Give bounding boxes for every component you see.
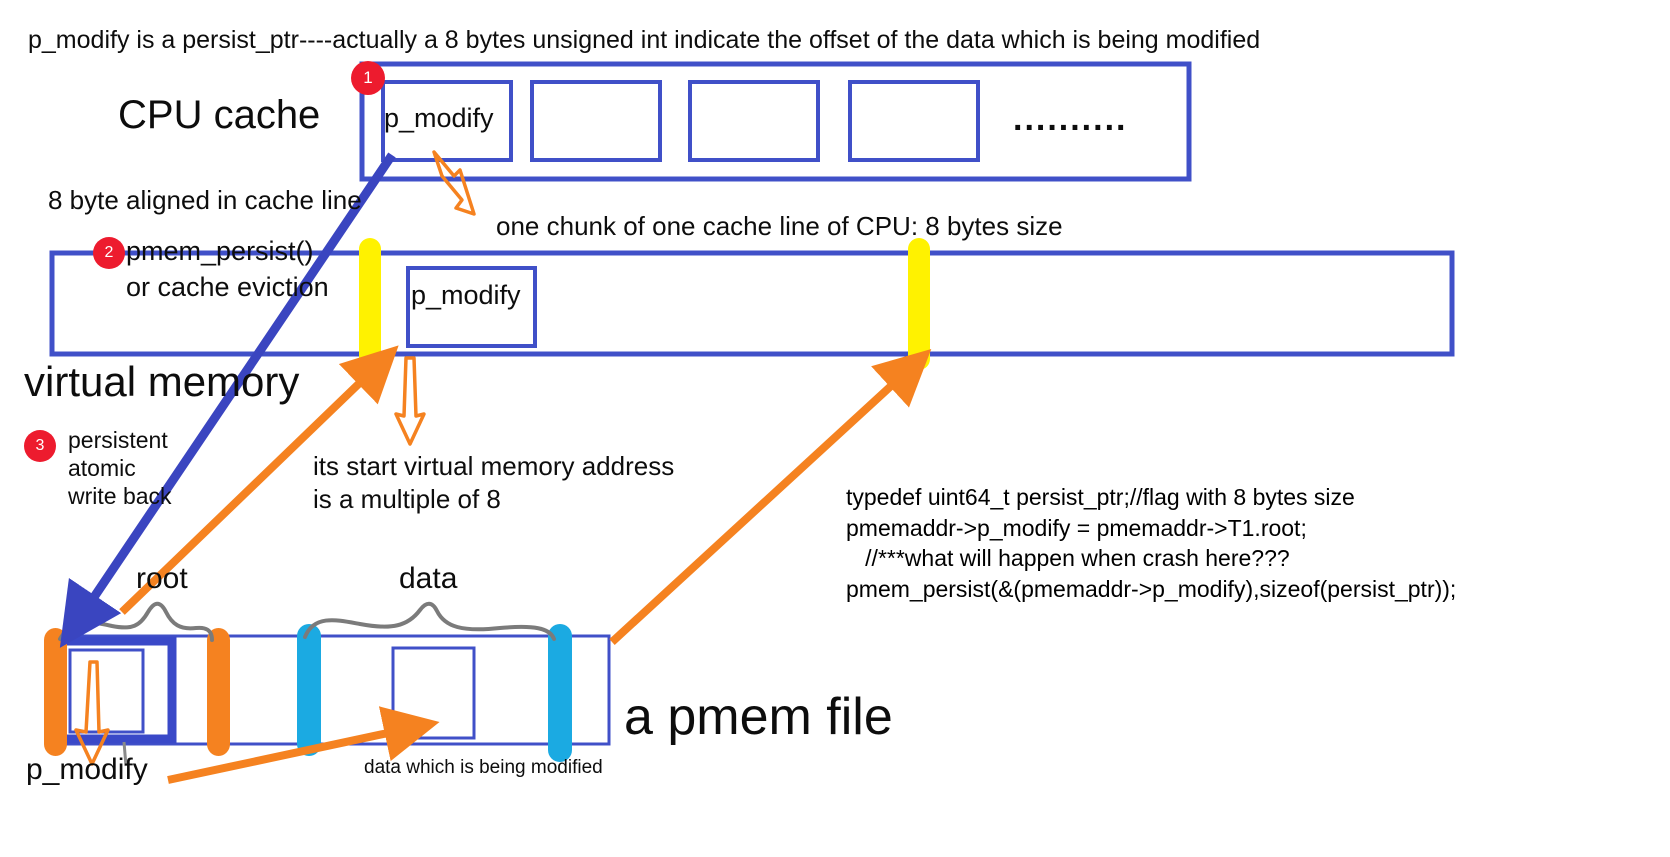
code-line-4: pmem_persist(&(pmemaddr->p_modify),sizeo… — [846, 575, 1457, 602]
code-line-2: pmemaddr->p_modify = pmemaddr->T1.root; — [846, 514, 1307, 541]
pmem-file-label: a pmem file — [624, 688, 893, 746]
note-8-byte-aligned: 8 byte aligned in cache line — [48, 185, 362, 215]
brace-label-root: root — [136, 562, 188, 595]
pmem-file-root-cell — [52, 636, 177, 744]
arrow-hollow-root-pmodify — [74, 660, 110, 766]
step3-line3: write back — [68, 483, 172, 509]
cpu-cache-label: CPU cache — [118, 93, 321, 137]
arrow-hollow-chunk-note — [432, 150, 476, 216]
code-line-1: typedef uint64_t persist_ptr;//flag with… — [846, 484, 1355, 510]
pmem-file-root-inner-cell — [68, 648, 145, 734]
pmem-file-data-cell-1 — [391, 646, 476, 740]
cpu-cache-ellipsis: .......... — [1013, 100, 1128, 138]
page-title: p_modify is a persist_ptr----actually a … — [28, 26, 1261, 54]
step-badge-1: 1 — [351, 61, 385, 95]
step2-line1: pmem_persist() — [126, 236, 314, 266]
highlight-yellow-right — [908, 238, 930, 370]
arrow-hollow-vm-align — [394, 356, 426, 446]
brace-root — [58, 601, 214, 642]
virtual-memory-chunk-label: p_modify — [411, 280, 521, 310]
virtual-memory-label: virtual memory — [24, 358, 300, 405]
cpu-cache-chunk-2 — [530, 80, 662, 162]
step-badge-2: 2 — [93, 237, 125, 269]
brace-data — [303, 601, 556, 641]
step-badge-3: 3 — [24, 430, 56, 462]
step3-line2: atomic — [68, 455, 136, 481]
step2-line2: or cache eviction — [126, 272, 329, 302]
cpu-cache-chunk-3 — [688, 80, 820, 162]
pmem-file-pmodify-label: p_modify — [26, 753, 148, 786]
cpu-cache-chunk-4 — [848, 80, 980, 162]
data-modified-label: data which is being modified — [364, 757, 603, 778]
highlight-cyan-data-end — [548, 624, 572, 762]
virtual-memory-outer-box — [49, 250, 1455, 357]
code-line-3: //***what will happen when crash here??? — [846, 545, 1290, 572]
note-one-chunk: one chunk of one cache line of CPU: 8 by… — [496, 211, 1063, 241]
highlight-orange-root-end — [207, 628, 230, 756]
note-multiple-of-8-line1: its start virtual memory address — [313, 451, 675, 481]
highlight-yellow-left — [359, 238, 381, 370]
step3-line1: persistent — [68, 427, 168, 453]
pmem-file-outer-box — [50, 634, 611, 746]
highlight-cyan-data-start — [297, 624, 321, 756]
code-block: typedef uint64_t persist_ptr;//flag with… — [846, 482, 1456, 604]
cpu-cache-chunk-label: p_modify — [384, 103, 494, 133]
brace-label-data: data — [399, 562, 458, 595]
note-multiple-of-8-line2: is a multiple of 8 — [313, 484, 501, 514]
highlight-orange-root-start — [44, 628, 67, 756]
